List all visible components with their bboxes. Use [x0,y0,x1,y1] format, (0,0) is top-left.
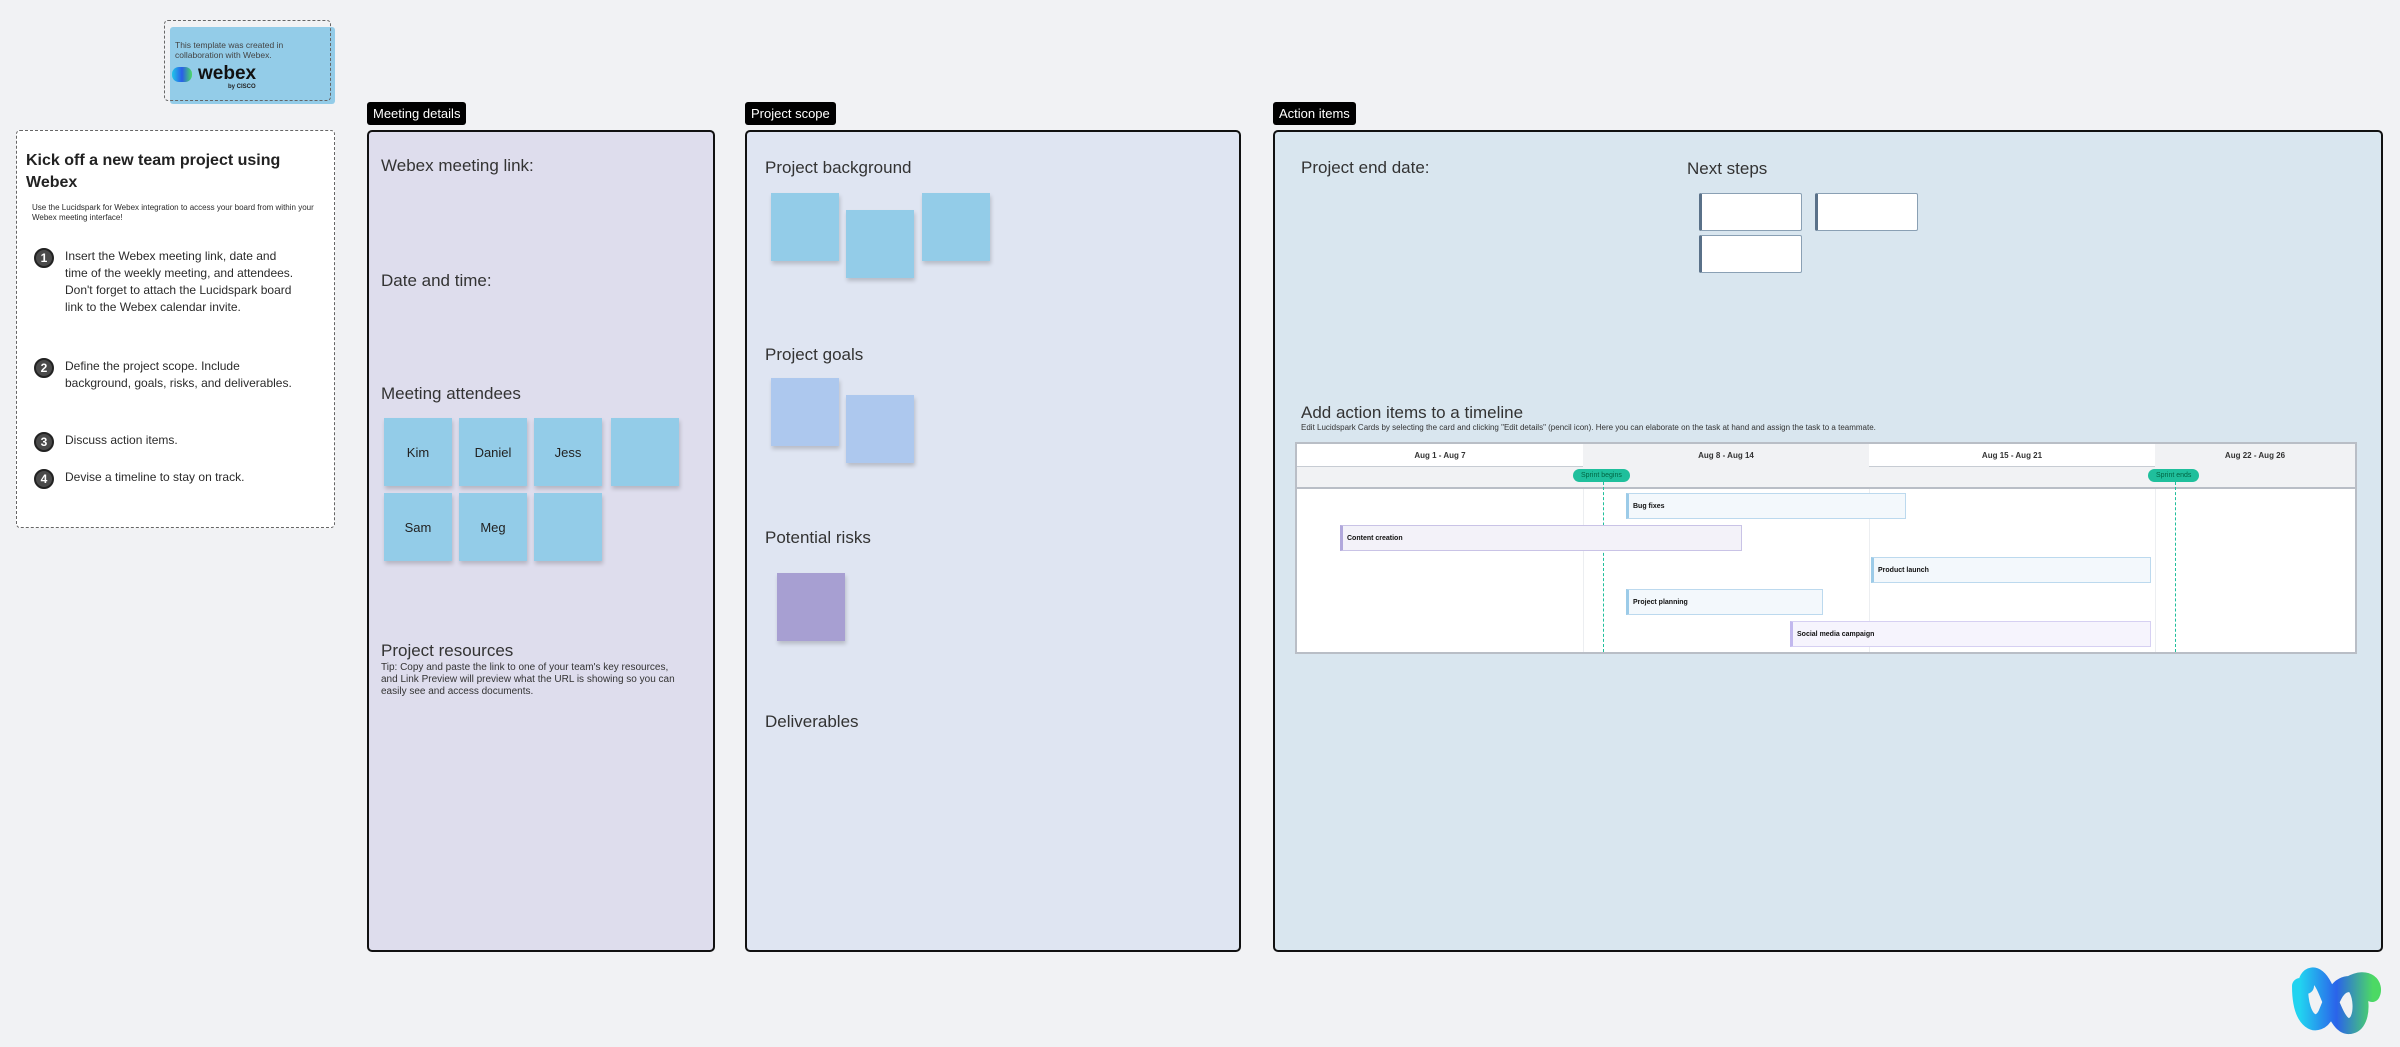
step-number: 3 [34,432,54,452]
next-step-card[interactable] [1699,193,1802,231]
step-number: 4 [34,469,54,489]
webex-card-frame [164,20,331,101]
sprint-begins-milestone[interactable]: Sprint begins [1573,469,1630,482]
webex-link-label[interactable]: Webex meeting link: [381,156,534,175]
instructions-panel [16,130,335,528]
webex-logo-icon [2292,967,2381,1034]
timeline-title: Add action items to a timeline [1301,403,1524,422]
task-bar[interactable]: Social media campaign [1790,621,2151,647]
attendee-sticky[interactable]: Jess [534,418,602,486]
attendee-sticky[interactable]: Kim [384,418,452,486]
task-bar[interactable]: Bug fixes [1626,493,1906,519]
attendee-sticky[interactable] [534,493,602,561]
goal-sticky[interactable] [771,378,839,446]
background-sticky[interactable] [922,193,990,261]
week-column: Aug 15 - Aug 21 [1981,451,2043,460]
risk-sticky[interactable] [777,573,845,641]
attendee-sticky[interactable]: Meg [459,493,527,561]
step-number: 1 [34,248,54,268]
sprint-ends-line [2175,482,2176,652]
attendee-sticky[interactable]: Sam [384,493,452,561]
next-step-card[interactable] [1815,193,1918,231]
step-number: 2 [34,358,54,378]
task-bar[interactable]: Project planning [1626,589,1823,615]
project-scope-panel [745,130,1241,952]
week-divider [1869,489,1870,652]
webex-logo-text: webex [198,63,257,84]
risks-label: Potential risks [765,528,871,547]
meeting-details-tag: Meeting details [367,102,467,125]
goals-label: Project goals [765,345,864,364]
attendee-sticky[interactable] [611,418,679,486]
week-divider [2155,489,2156,652]
timeline-caption: Edit Lucidspark Cards by selecting the c… [1301,423,1876,432]
instruction-step: 1 Insert the Webex meeting link, date and… [34,248,324,316]
step-text: Discuss action items. [65,433,178,447]
instructions-title: Kick off a new team project using Webex [26,152,281,191]
next-steps-label: Next steps [1687,159,1768,178]
background-sticky[interactable] [846,210,914,278]
instruction-step: 3 Discuss action items. [34,432,324,452]
resources-tip: Tip: Copy and paste the link to one of y… [381,662,675,697]
background-sticky[interactable] [771,193,839,261]
background-label: Project background [765,158,912,177]
date-time-label[interactable]: Date and time: [381,271,492,290]
next-step-card[interactable] [1699,235,1802,273]
project-scope-tag: Project scope [745,102,836,125]
resources-label: Project resources [381,641,514,660]
webex-logo-sub: by CISCO [228,84,256,90]
webex-logo-icon [172,66,192,82]
step-text: Devise a timeline to stay on track. [65,470,245,484]
week-column: Aug 1 - Aug 7 [1414,451,1466,460]
milestone-row [1297,467,2355,489]
instruction-step: 4 Devise a timeline to stay on track. [34,469,324,489]
action-items-tag: Action items [1273,102,1356,125]
timeline: Aug 1 - Aug 7 Aug 8 - Aug 14 Aug 15 - Au… [1295,442,2357,654]
deliverables-label: Deliverables [765,712,859,731]
week-column: Aug 8 - Aug 14 [1583,444,1869,467]
webex-card-text: This template was created in collaborati… [175,40,284,60]
week-divider [1583,489,1584,652]
task-bar[interactable]: Content creation [1340,525,1742,551]
task-bar[interactable]: Product launch [1871,557,2151,583]
attendee-sticky[interactable]: Daniel [459,418,527,486]
step-text: Insert the Webex meeting link, date and … [65,249,294,314]
goal-sticky[interactable] [846,395,914,463]
week-column: Aug 22 - Aug 26 [2155,444,2355,467]
webex-template-card[interactable] [170,27,335,104]
webex-card-logo: webex [172,63,256,85]
instruction-step: 2 Define the project scope. Include backg… [34,358,324,392]
instructions-subtitle: Use the Lucidspark for Webex integration… [32,203,314,222]
step-text: Define the project scope. Include backgr… [65,359,292,390]
end-date-label[interactable]: Project end date: [1301,158,1430,177]
sprint-ends-milestone[interactable]: Sprint ends [2148,469,2200,482]
sprint-begins-line [1603,482,1604,652]
attendees-label: Meeting attendees [381,384,521,403]
